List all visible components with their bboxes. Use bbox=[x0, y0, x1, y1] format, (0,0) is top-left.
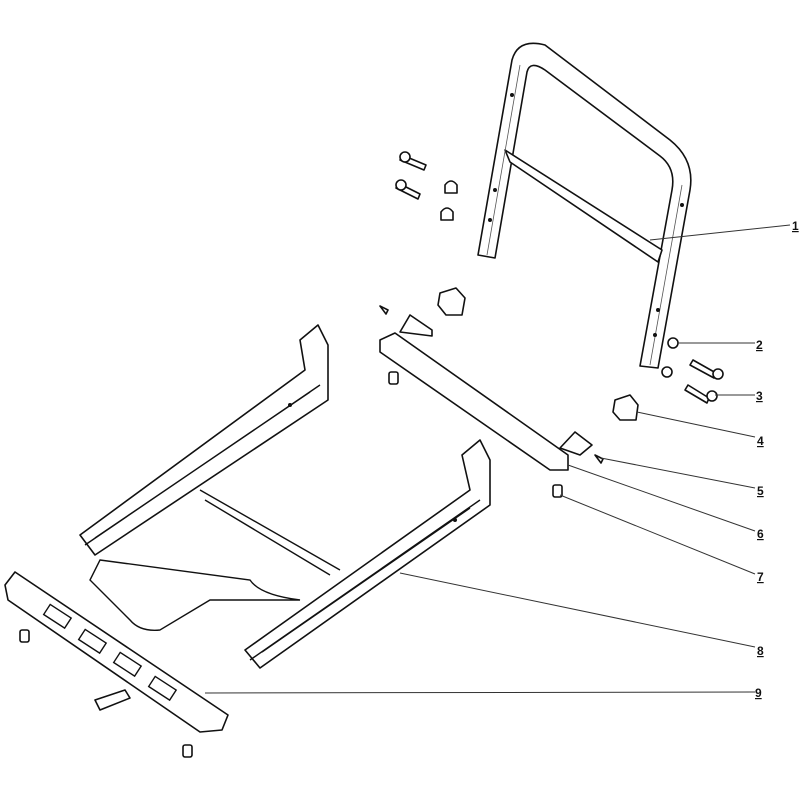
nuts-and-bolts bbox=[661, 337, 724, 404]
callout-8: 8 bbox=[757, 644, 764, 658]
callouts: 1 2 3 4 5 6 7 8 9 bbox=[204, 219, 799, 700]
cross-bar bbox=[379, 314, 593, 471]
stud-bottom bbox=[182, 744, 193, 758]
seat-rails bbox=[79, 324, 491, 669]
stud-left bbox=[19, 629, 30, 643]
bracket-block-upper bbox=[437, 287, 466, 316]
callout-2: 2 bbox=[756, 338, 763, 352]
bracket-block-4 bbox=[612, 394, 639, 421]
stud-upper bbox=[388, 371, 399, 385]
screw-upper bbox=[379, 305, 389, 315]
callout-3: 3 bbox=[756, 389, 763, 403]
callout-4: 4 bbox=[757, 434, 764, 448]
callout-5: 5 bbox=[757, 484, 764, 498]
bolts-upper bbox=[395, 151, 458, 221]
callout-9: 9 bbox=[755, 686, 762, 700]
callout-7: 7 bbox=[757, 570, 764, 584]
screw-5 bbox=[594, 454, 604, 464]
stud-7 bbox=[552, 484, 563, 498]
backrest-frame bbox=[477, 42, 692, 369]
callout-6: 6 bbox=[757, 527, 764, 541]
mounting-plate bbox=[4, 571, 229, 733]
callout-1: 1 bbox=[792, 219, 799, 233]
